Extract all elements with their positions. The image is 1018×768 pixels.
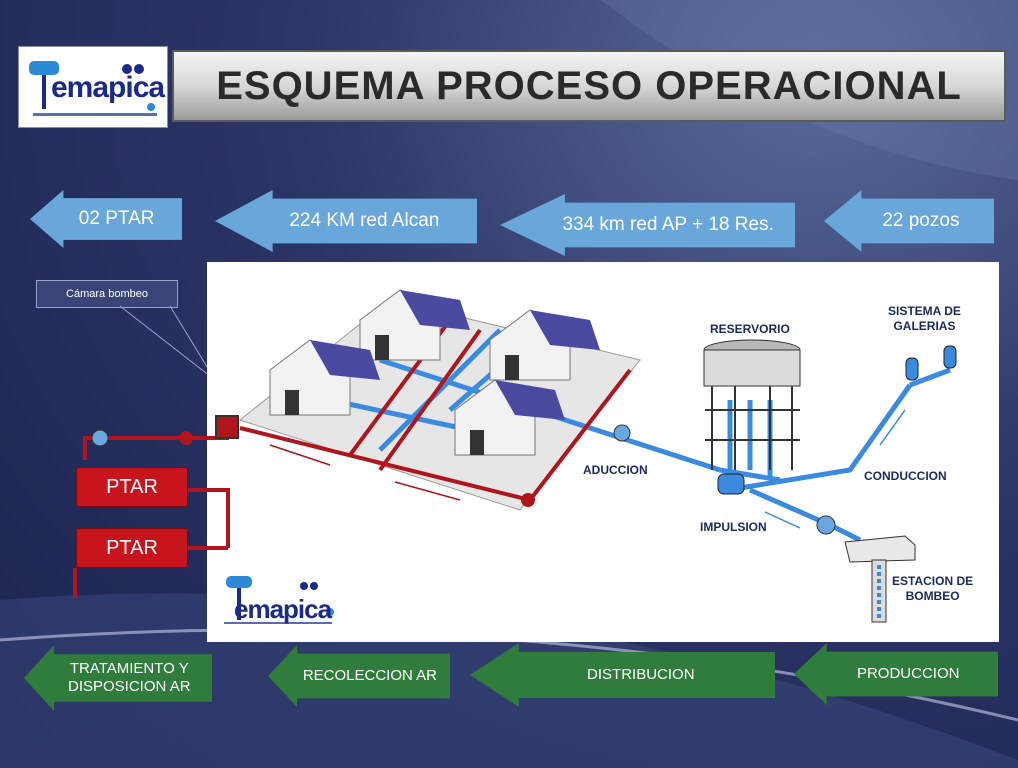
top-arrow-pozos: 22 pozos [824,190,994,252]
page-title: ESQUEMA PROCESO OPERACIONAL [216,63,962,108]
emapica-logo: emapica [18,46,168,128]
label-estacion-bombeo: ESTACION DE BOMBEO [892,574,974,603]
ptar-box-2: PTAR [76,528,188,568]
top-arrow-alcantarillado: 224 KM red Alcan [215,190,477,252]
bottom-arrow-produccion: PRODUCCION [794,643,998,705]
red-node [179,431,193,445]
flow-arrows-blue [764,409,906,529]
camara-bombeo-node [215,415,239,439]
label-reservorio: RESERVORIO [710,322,790,336]
valve-icon [91,429,109,447]
valve-icon [816,515,836,535]
logo-text: emapica [51,71,165,104]
bottom-arrow-tratamiento: TRATAMIENTO Y DISPOSICION AR [24,645,212,711]
camara-bombeo-callout: Cámara bombeo [36,280,178,308]
top-arrow-red-ap: 334 km red AP + 18 Res. [500,194,795,256]
red-node [521,493,535,507]
pump-icon [717,473,745,495]
sewer-pipes [73,318,632,598]
label-conduccion: CONDUCCION [864,469,947,483]
galeria-icon [905,357,919,381]
label-impulsion: IMPULSION [700,520,767,534]
valve-icon [613,424,631,442]
water-tower-logo-icon [29,61,155,111]
logo-text: emapica [234,594,332,624]
label-aduccion: ADUCCION [583,463,648,477]
label-sistema-galerias: SISTEMA DE GALERIAS [888,304,961,333]
reservoir-tower [703,339,801,470]
title-banner: ESQUEMA PROCESO OPERACIONAL [172,50,1006,122]
pumping-station [844,535,916,623]
top-arrow-label: 334 km red AP + 18 Res. [562,214,774,235]
top-arrow-label: 02 PTAR [78,208,155,229]
top-arrow-label: 22 pozos [882,210,960,231]
water-tower-logo-icon [224,576,334,624]
houses [269,289,600,456]
flow-arrows-red [269,444,461,501]
galeria-icon [943,345,957,369]
logo-underline [33,113,157,116]
bottom-arrow-recoleccion: RECOLECCION AR [268,645,450,707]
bottom-arrow-distribucion: DISTRIBUCION [470,643,775,707]
top-arrow-label: 224 KM red Alcan [289,210,440,231]
top-arrow-ptar: 02 PTAR [30,190,182,248]
emapica-logo-panel: emapica [212,572,340,632]
ptar-box-1: PTAR [76,467,188,507]
